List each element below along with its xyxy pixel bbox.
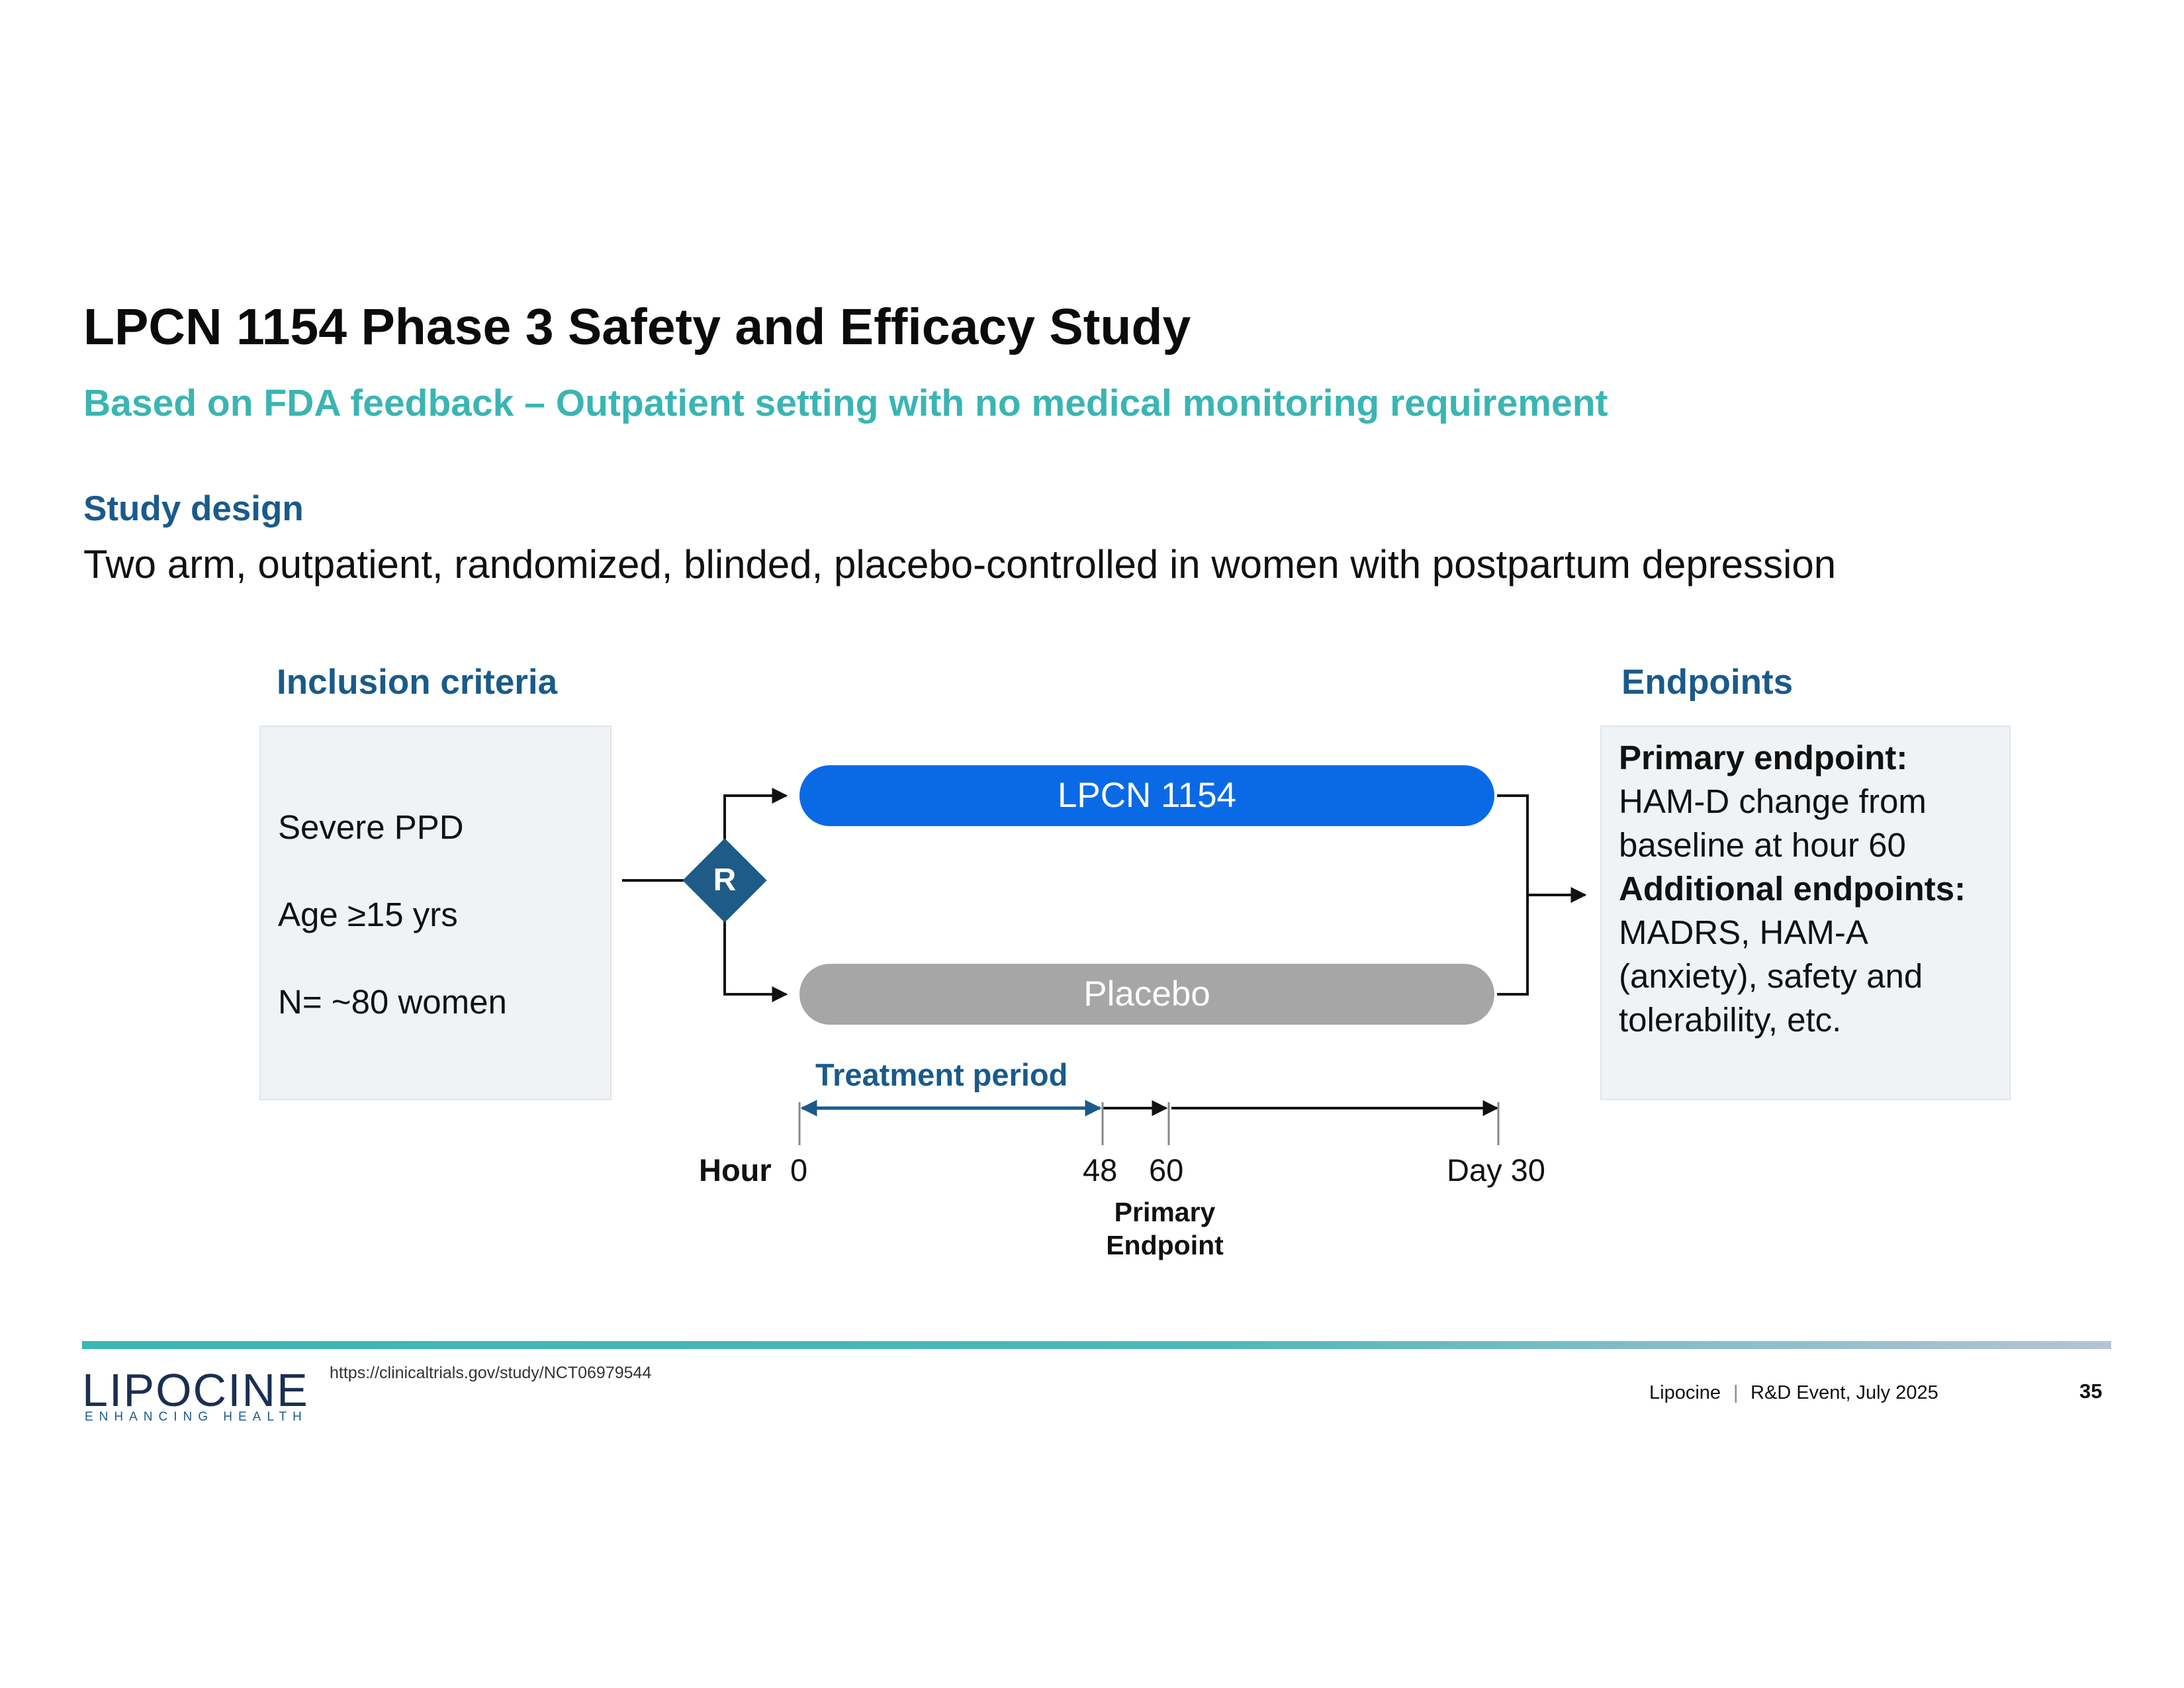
timeline-unit-label: Hour [699, 1152, 772, 1188]
footer-separator: | [1733, 1382, 1739, 1403]
study-design-label: Study design [83, 489, 304, 528]
inclusion-criteria-box: Severe PPD Age ≥15 yrs N= ~80 women [259, 726, 612, 1100]
inclusion-criteria-heading: Inclusion criteria [277, 663, 558, 702]
page-number: 35 [2079, 1380, 2103, 1403]
footer-event: R&D Event, July 2025 [1751, 1382, 1938, 1403]
arm-placebo: Placebo [799, 964, 1494, 1025]
tick-label-day30: Day 30 [1447, 1152, 1545, 1188]
company-logo: LIPOCINE [82, 1364, 309, 1416]
tick-label-60: 60 [1149, 1152, 1184, 1188]
additional-endpoints-text: MADRS, HAM-A (anxiety), safety and toler… [1619, 914, 1923, 1039]
primary-endpoint-block: Primary endpoint: HAM-D change from base… [1619, 736, 2009, 867]
criterion-sample-size: N= ~80 women [278, 983, 507, 1021]
study-design-text: Two arm, outpatient, randomized, blinded… [83, 542, 1837, 586]
criterion-severity: Severe PPD [278, 808, 464, 846]
source-url: https://clinicaltrials.gov/study/NCT0697… [330, 1364, 652, 1382]
additional-endpoints-block: Additional endpoints: MADRS, HAM-A (anxi… [1619, 867, 2009, 1042]
arms-merge-connector [1497, 794, 1529, 996]
criterion-age: Age ≥15 yrs [278, 896, 458, 933]
primary-endpoint-marker-label: Primary Endpoint [1106, 1197, 1224, 1260]
tick-label-0: 0 [790, 1152, 808, 1188]
endpoints-heading: Endpoints [1621, 663, 1794, 702]
primary-endpoint-text: HAM-D change from baseline at hour 60 [1619, 782, 1927, 864]
logo-tagline: ENHANCING HEALTH [85, 1410, 308, 1424]
randomization-to-placebo-arrow [723, 910, 788, 1002]
tick-label-48: 48 [1083, 1152, 1118, 1188]
additional-endpoints-heading: Additional endpoints: [1619, 870, 1966, 908]
footer-company: Lipocine [1649, 1382, 1721, 1403]
page-subtitle: Based on FDA feedback – Outpatient setti… [83, 382, 1608, 424]
randomization-to-lpcn-arrow [723, 788, 788, 851]
footer-divider [82, 1341, 2111, 1349]
randomization-label: R [713, 863, 737, 898]
arm-lpcn-1154: LPCN 1154 [799, 765, 1494, 826]
endpoints-box: Primary endpoint: HAM-D change from base… [1600, 726, 2011, 1100]
page-title: LPCN 1154 Phase 3 Safety and Efficacy St… [83, 299, 1191, 355]
treatment-period-label: Treatment period [815, 1057, 1068, 1092]
primary-endpoint-heading: Primary endpoint: [1619, 739, 1908, 776]
